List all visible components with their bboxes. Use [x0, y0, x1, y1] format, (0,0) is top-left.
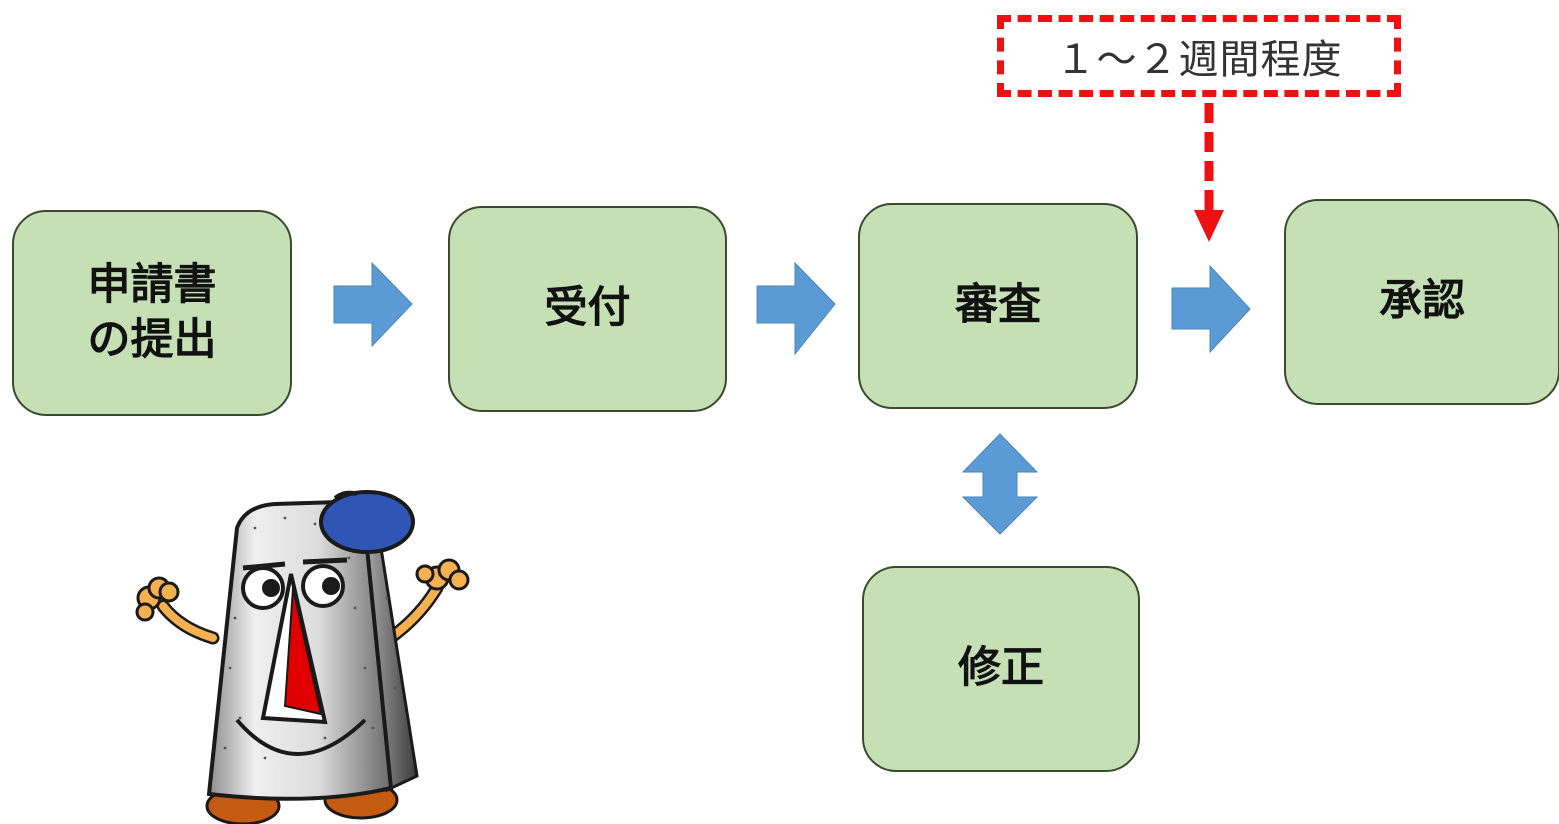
arrow-right-icon: [333, 261, 413, 348]
duration-callout: １～２週間程度: [997, 15, 1401, 97]
step-submission-box: 申請書 の提出: [12, 210, 292, 416]
arrow-right-icon: [756, 261, 836, 356]
double-arrow-vertical-icon: [961, 433, 1039, 535]
mascot-stone-character-icon: [135, 490, 470, 824]
arrow-right-icon: [1171, 264, 1251, 354]
step-revision-box: 修正: [862, 566, 1140, 772]
step-review-box: 審査: [858, 203, 1138, 409]
step-receipt-box: 受付: [448, 206, 727, 412]
callout-arrowhead-icon: [1194, 210, 1224, 242]
step-approval-box: 承認: [1284, 199, 1559, 405]
